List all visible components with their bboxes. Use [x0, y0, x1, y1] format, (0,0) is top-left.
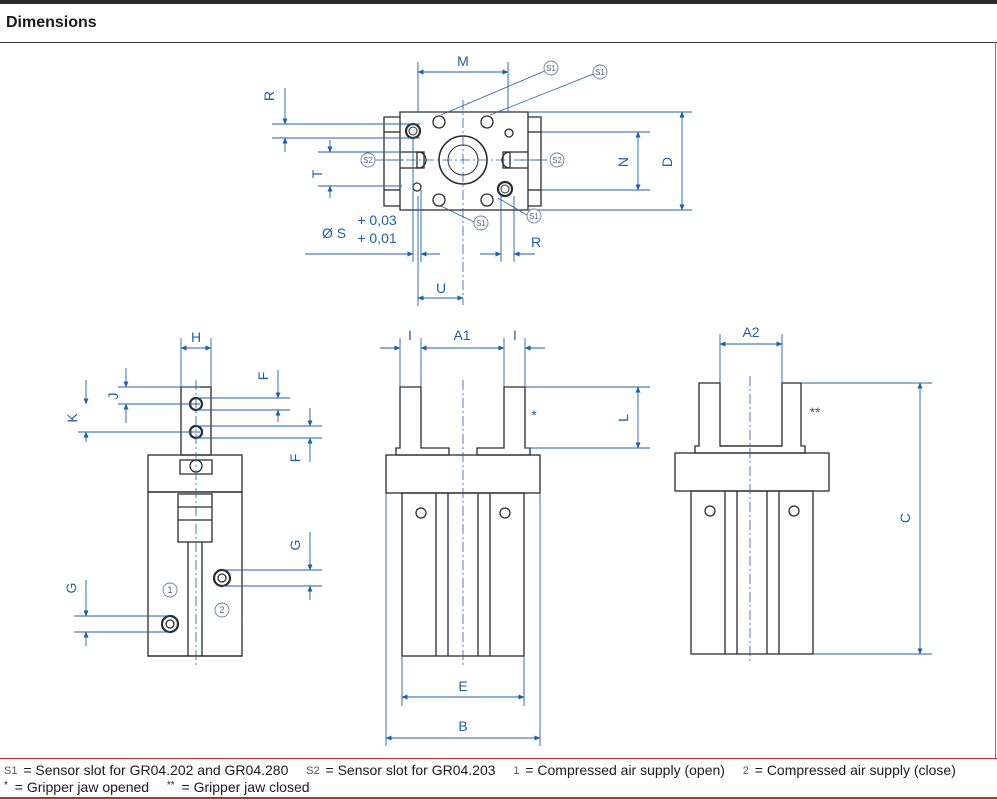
front-view-closed: A2 C ** — [674, 324, 932, 663]
dim-label-c: C — [897, 513, 913, 523]
dim-label-a2: A2 — [742, 324, 759, 340]
dim-label-r: R — [261, 91, 277, 101]
legend-star1-text: = Gripper jaw opened — [14, 779, 150, 795]
double-star-symbol: ** — [166, 780, 175, 791]
mount-hole — [432, 193, 446, 207]
dim-label-g: G — [63, 583, 79, 594]
callout-s1: S1 — [529, 212, 539, 221]
dim-label-d: D — [659, 157, 675, 167]
callout-s2: S2 — [363, 156, 373, 165]
mount-hole — [480, 115, 494, 129]
s2-symbol: S2 — [306, 765, 320, 777]
dim-label-h: H — [191, 329, 201, 345]
dim-label-a1: A1 — [453, 327, 470, 343]
dim-label-i: I — [408, 327, 412, 343]
dim-label-f: F — [255, 372, 271, 381]
dim-label-e: E — [458, 678, 467, 694]
jaw-right — [476, 386, 531, 456]
jaw-open-marker: * — [531, 407, 537, 423]
callout-s1: S1 — [595, 68, 605, 77]
closed-body — [690, 490, 814, 655]
jaw-closed-marker: ** — [810, 404, 821, 420]
dim-label-r: R — [531, 234, 541, 250]
legend-star2-text: = Gripper jaw closed — [181, 779, 310, 795]
technical-drawing: S1 S1 S2 S2 S1 S1 M R T N D Ø S + 0,03 +… — [63, 53, 932, 746]
dim-label-j: J — [105, 393, 121, 400]
legend-p1-text: = Compressed air supply (open) — [525, 762, 725, 778]
mount-hole — [432, 115, 446, 129]
legend-s1-text: = Sensor slot for GR04.202 and GR04.280 — [23, 762, 289, 778]
dim-label-u: U — [436, 280, 446, 296]
legend-line-2: * = Gripper jaw opened ** = Gripper jaw … — [4, 779, 310, 795]
dim-label-n: N — [615, 157, 631, 167]
front-view-open: I A1 I L * E B — [380, 327, 650, 746]
port-2-symbol: 2 — [742, 765, 749, 777]
dim-label-g: G — [287, 540, 303, 551]
port-1-symbol: 1 — [513, 765, 520, 777]
mount-hole — [480, 193, 494, 207]
callout-s2: S2 — [552, 156, 562, 165]
dim-label-b: B — [458, 718, 467, 734]
dim-label-s: Ø S — [322, 225, 346, 241]
dim-label-l: L — [615, 414, 631, 422]
legend-s2-text: = Sensor slot for GR04.203 — [325, 762, 496, 778]
dim-label-f: F — [287, 454, 303, 463]
section-title: Dimensions — [6, 14, 97, 31]
dim-label-t: T — [309, 169, 325, 178]
footer-rule — [0, 797, 997, 799]
port-1-marker: 1 — [167, 585, 172, 595]
star-symbol: * — [4, 780, 8, 791]
closed-head — [674, 452, 830, 492]
dim-label-i: I — [513, 327, 517, 343]
tolerance-upper: + 0,03 — [357, 212, 397, 228]
side-view: 1 2 H J K F F G G — [63, 329, 322, 665]
header-divider — [0, 42, 997, 43]
legend-divider — [0, 758, 997, 759]
pin-hole — [504, 128, 514, 138]
port-2-marker: 2 — [219, 605, 224, 615]
threaded-hole — [496, 180, 514, 198]
dim-label-m: M — [457, 53, 469, 69]
callout-s1: S1 — [546, 64, 556, 73]
tolerance-lower: + 0,01 — [357, 230, 397, 246]
legend-line-1: S1 = Sensor slot for GR04.202 and GR04.2… — [4, 762, 956, 778]
pin-hole — [412, 182, 422, 192]
frame-border — [995, 42, 996, 758]
top-view: S1 S1 S2 S2 S1 S1 M R T N D Ø S + 0,03 +… — [261, 53, 692, 306]
jaw-left — [395, 386, 450, 456]
threaded-hole — [404, 122, 422, 140]
s1-symbol: S1 — [4, 765, 18, 777]
legend-p2-text: = Compressed air supply (close) — [754, 762, 956, 778]
top-rule — [0, 0, 997, 4]
dim-label-k: K — [64, 413, 80, 423]
callout-s1: S1 — [476, 219, 486, 228]
